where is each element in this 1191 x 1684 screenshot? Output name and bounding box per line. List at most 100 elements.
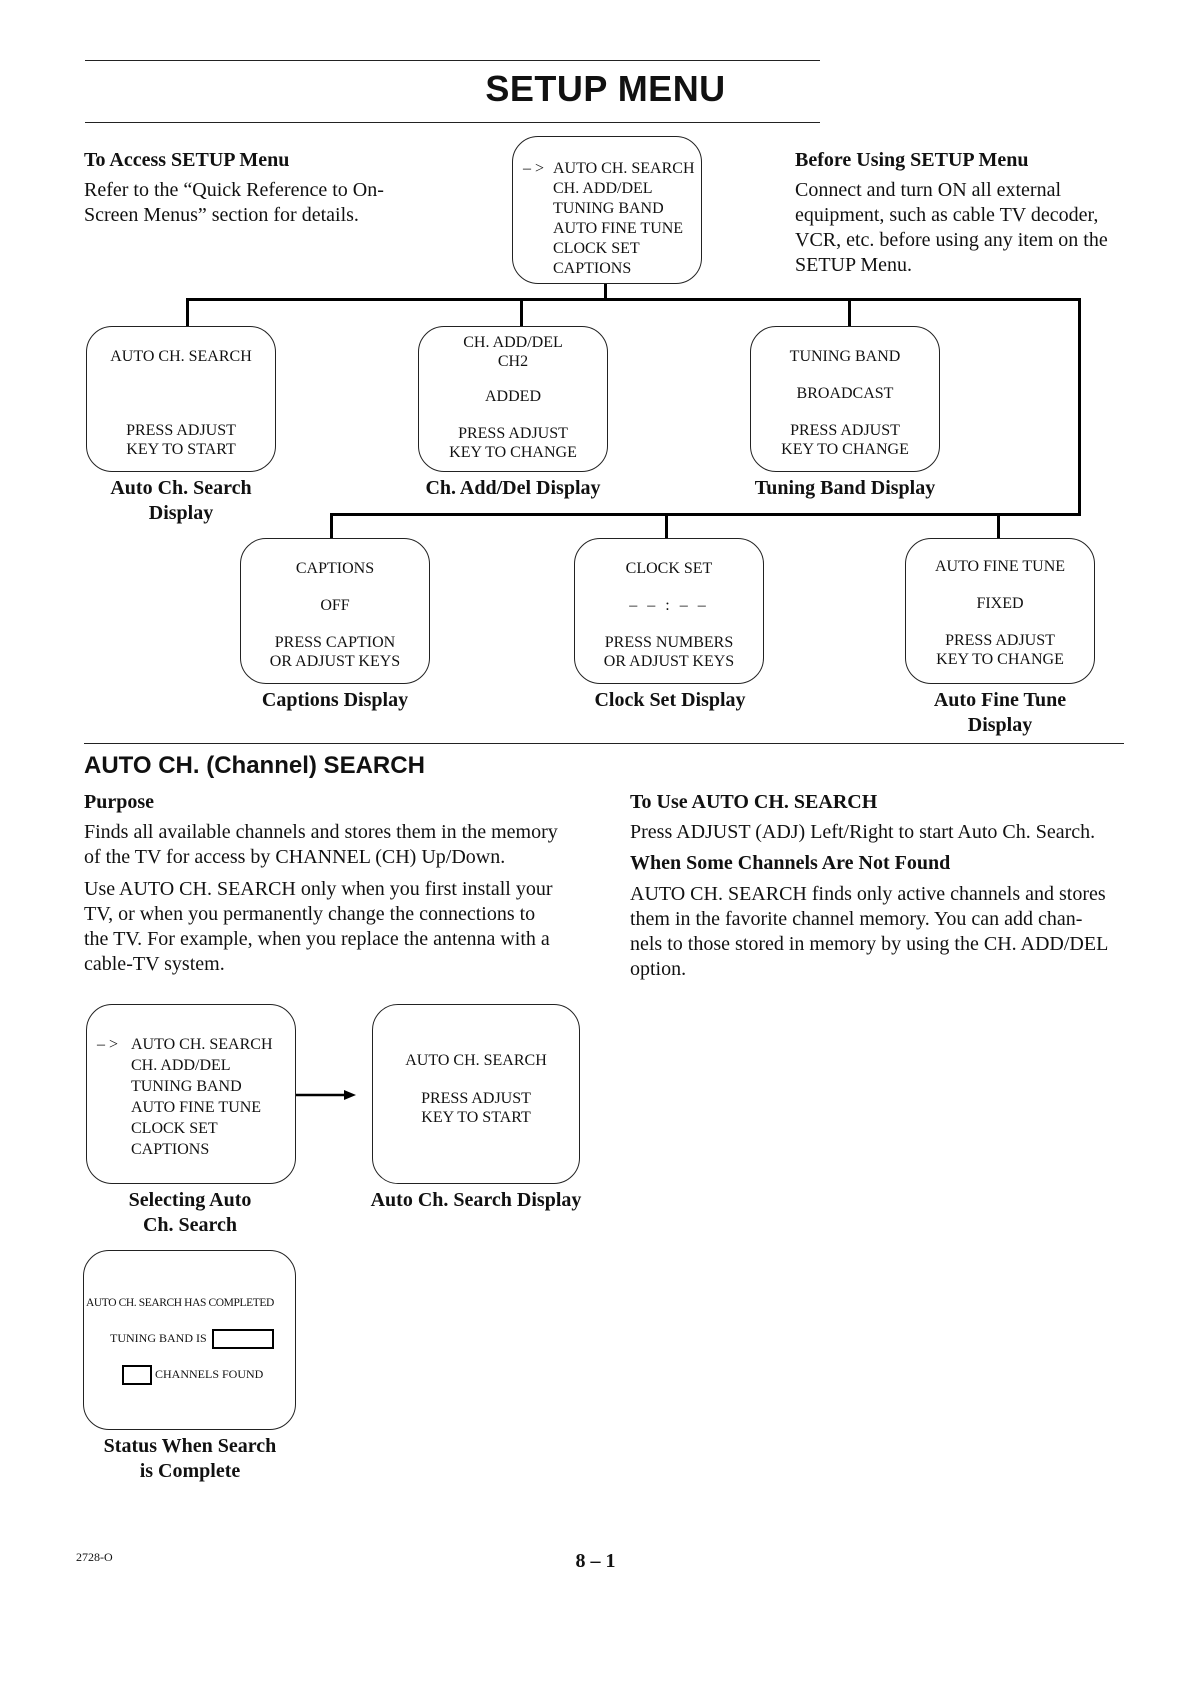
access-body-line: Screen Menus” section for details. (84, 204, 359, 226)
document-code: 2728-O (76, 1550, 113, 1564)
display-line: KEY TO START (126, 441, 236, 458)
figure-caption: Captions Display (261, 689, 409, 711)
search-start-display: AUTO CH. SEARCH PRESS ADJUST KEY TO STAR… (372, 1004, 580, 1184)
paragraph-line: option. (630, 958, 687, 980)
use-heading: To Use AUTO CH. SEARCH (630, 791, 878, 813)
figure-caption: Clock Set Display (594, 689, 746, 711)
display-line: PRESS CAPTION (274, 634, 396, 651)
display-line: OFF (320, 597, 350, 614)
menu-item: AUTO CH. SEARCH (131, 1036, 273, 1053)
connector-line (997, 513, 1000, 539)
display-line: FIXED (976, 595, 1024, 612)
purpose-heading: Purpose (84, 791, 154, 813)
display-line: KEY TO CHANGE (781, 441, 909, 458)
display-line: AUTO CH. SEARCH HAS COMPLETED (86, 1297, 274, 1309)
display-line: CHANNELS FOUND (122, 1365, 263, 1385)
display-line: CH. ADD/DEL (463, 334, 563, 351)
paragraph-line: the TV. For example, when you replace th… (84, 928, 550, 950)
figure-caption: Ch. Search (142, 1214, 238, 1236)
tuning-band-label: TUNING BAND IS (110, 1330, 207, 1345)
menu-item: AUTO CH. SEARCH (553, 160, 695, 177)
paragraph-line: TV, or when you permanently change the c… (84, 903, 536, 925)
auto-fine-tune-display: AUTO FINE TUNE FIXED PRESS ADJUST KEY TO… (905, 538, 1095, 684)
section-divider (84, 743, 1124, 744)
connector-line (604, 284, 607, 300)
menu-item: AUTO FINE TUNE (131, 1099, 262, 1116)
display-line: KEY TO START (421, 1109, 531, 1126)
menu-item: TUNING BAND (131, 1078, 242, 1095)
connector-line (186, 298, 1081, 301)
clock-set-display: CLOCK SET – – : – – PRESS NUMBERS OR ADJ… (574, 538, 764, 684)
display-line: KEY TO CHANGE (936, 651, 1064, 668)
menu-item: AUTO FINE TUNE (553, 220, 684, 237)
search-complete-display: AUTO CH. SEARCH HAS COMPLETED TUNING BAN… (83, 1250, 296, 1430)
paragraph-line: of the TV for access by CHANNEL (CH) Up/… (84, 846, 506, 868)
menu-item: CLOCK SET (131, 1120, 218, 1137)
paragraph-line: Finds all available channels and stores … (84, 821, 558, 843)
connector-line (186, 298, 189, 326)
figure-caption: Display (967, 714, 1033, 736)
menu-item: CH. ADD/DEL (553, 180, 653, 197)
paragraph-line: them in the favorite channel memory. You… (630, 908, 1083, 930)
before-body-line: Connect and turn ON all external (795, 179, 1062, 201)
display-line: BROADCAST (796, 385, 894, 402)
menu-item: CAPTIONS (553, 260, 632, 277)
connector-line (330, 513, 1081, 516)
connector-line (848, 298, 851, 326)
page-number: 8 – 1 (575, 1550, 616, 1572)
before-body-line: SETUP Menu. (795, 254, 913, 276)
selecting-menu-screen: – > AUTO CH. SEARCH CH. ADD/DEL TUNING B… (86, 1004, 296, 1184)
menu-item: CH. ADD/DEL (131, 1057, 231, 1074)
figure-caption: Auto Ch. Search (110, 477, 252, 499)
display-line: TUNING BAND (789, 348, 901, 365)
figure-caption: Auto Ch. Search Display (370, 1189, 582, 1211)
paragraph-line: Press ADJUST (ADJ) Left/Right to start A… (630, 821, 1096, 843)
display-line: KEY TO CHANGE (449, 444, 577, 461)
figure-caption: Selecting Auto (128, 1189, 252, 1211)
connector-line (665, 513, 668, 539)
before-heading: Before Using SETUP Menu (795, 149, 1029, 171)
before-body-line: VCR, etc. before using any item on the (795, 229, 1108, 251)
display-line: PRESS ADJUST (126, 422, 236, 439)
menu-item: CLOCK SET (553, 240, 640, 257)
top-rule (85, 60, 820, 61)
paragraph-line: Use AUTO CH. SEARCH only when you first … (84, 878, 553, 900)
paragraph-line: nels to those stored in memory by using … (630, 933, 1109, 955)
paragraph-line: AUTO CH. SEARCH finds only active channe… (630, 883, 1106, 905)
display-line: TUNING BAND IS (110, 1329, 274, 1349)
menu-item: TUNING BAND (553, 200, 664, 217)
title-underline (85, 122, 820, 123)
ch-add-del-display: CH. ADD/DEL CH2 ADDED PRESS ADJUST KEY T… (418, 326, 608, 472)
section-title: AUTO CH. (Channel) SEARCH (84, 752, 425, 779)
connector-line (1078, 298, 1081, 513)
display-line: CAPTIONS (295, 560, 375, 577)
tuning-band-value-box (211, 1329, 274, 1349)
connector-line (520, 298, 523, 326)
setup-menu-screen: – > AUTO CH. SEARCH CH. ADD/DEL TUNING B… (512, 136, 702, 284)
access-body-line: Refer to the “Quick Reference to On- (84, 179, 384, 201)
display-line: ADDED (485, 388, 541, 405)
menu-item: CAPTIONS (131, 1141, 210, 1158)
notfound-heading: When Some Channels Are Not Found (630, 852, 951, 874)
display-line: PRESS NUMBERS (604, 634, 734, 651)
display-line: PRESS ADJUST (421, 1090, 531, 1107)
selection-arrow-icon: – > (523, 160, 545, 177)
display-line: OR ADJUST KEYS (603, 653, 735, 670)
display-line: AUTO CH. SEARCH (405, 1052, 547, 1069)
display-line: CLOCK SET (625, 560, 713, 577)
paragraph-line: cable-TV system. (84, 953, 225, 975)
right-arrow-icon (296, 1090, 356, 1100)
access-heading: To Access SETUP Menu (84, 149, 290, 171)
captions-display: CAPTIONS OFF PRESS CAPTION OR ADJUST KEY… (240, 538, 430, 684)
figure-caption: Display (148, 502, 214, 524)
display-line: PRESS ADJUST (458, 425, 568, 442)
display-line: PRESS ADJUST (790, 422, 900, 439)
channels-found-label: CHANNELS FOUND (155, 1366, 264, 1381)
page-title: SETUP MENU (485, 68, 726, 109)
figure-caption: Auto Fine Tune (933, 689, 1067, 711)
auto-ch-search-display: AUTO CH. SEARCH PRESS ADJUST KEY TO STAR… (86, 326, 276, 472)
channels-count-box (122, 1365, 152, 1385)
display-line: OR ADJUST KEYS (269, 653, 401, 670)
tuning-band-display: TUNING BAND BROADCAST PRESS ADJUST KEY T… (750, 326, 940, 472)
selection-arrow-icon: – > (97, 1036, 119, 1053)
